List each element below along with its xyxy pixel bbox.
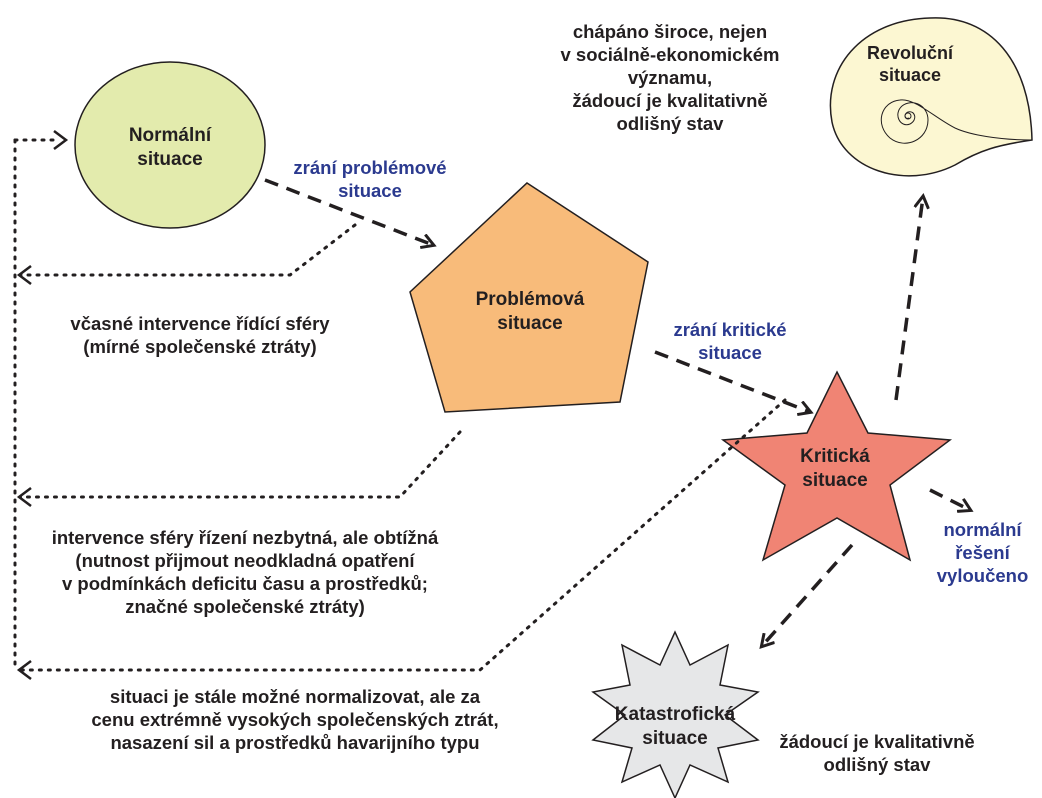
necessary-intervention-note: intervence sféry řízení nezbytná, ale ob…: [51, 527, 439, 617]
dotted-necessary-intervention-line: [18, 430, 462, 499]
arrow-critical-to-exclusion: [929, 488, 970, 510]
arrow-normal-to-problem: [264, 178, 433, 245]
problem-situation-pentagon: [409, 182, 649, 413]
dotted-arrowhead-necessary: [16, 487, 32, 507]
arrow-critical-to-revolution: [894, 197, 923, 401]
critical-situation-star: [720, 370, 953, 562]
normal-situation-ellipse: [74, 61, 266, 229]
dotted-arrowhead-extreme: [16, 660, 32, 680]
revolution-shell-shape: [829, 17, 1033, 177]
dotted-extreme-intervention-line: [18, 398, 787, 672]
dotted-early-intervention-line: [18, 223, 357, 277]
dotted-arrowhead-early: [16, 265, 32, 285]
catastrophic-situation-burst: [591, 630, 760, 798]
arrow-critical-to-catastrophic: [762, 543, 854, 646]
early-intervention-note: včasné intervence řídící sféry(mírné spo…: [70, 313, 330, 357]
dotted-arrowhead-normal: [53, 130, 69, 150]
extreme-intervention-note: situaci je stále možné normalizovat, ale…: [91, 686, 499, 753]
